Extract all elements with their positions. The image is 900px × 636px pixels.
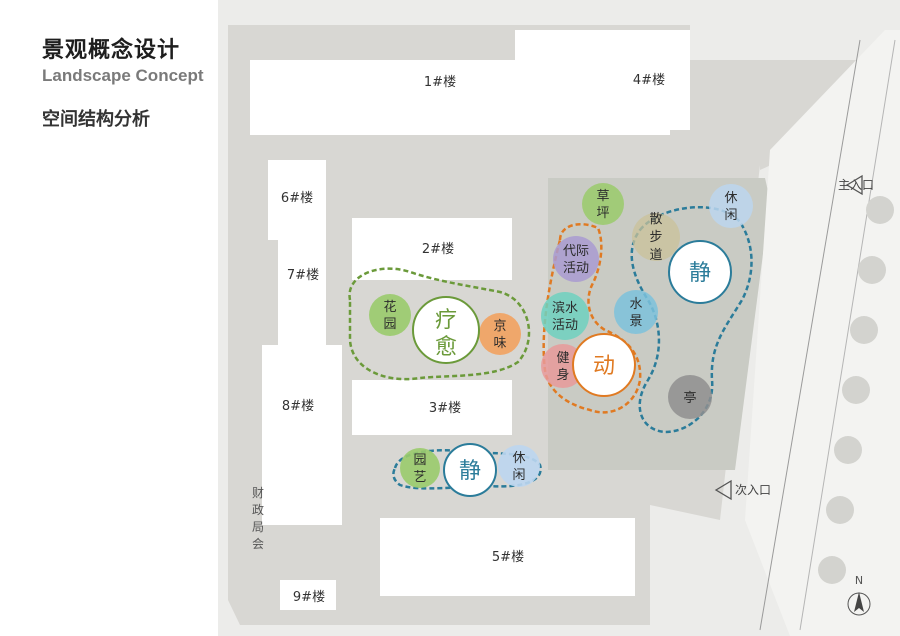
node-daiji: 代际 活动 — [553, 236, 599, 282]
building-8-block — [262, 345, 342, 525]
secondary-entrance-arrow — [714, 479, 732, 501]
building-4-block — [515, 30, 690, 130]
node-xiuxian-bottom-l2: 闲 — [512, 468, 525, 483]
node-caoping-l1: 草 — [596, 189, 609, 204]
building-3-block — [352, 380, 512, 435]
node-ting-label: 亭 — [683, 390, 696, 406]
building-2-block — [352, 218, 512, 280]
building-7-label: 7#楼 — [287, 268, 319, 283]
node-sanbudao-l1: 散 — [649, 212, 662, 227]
building-6-label: 6#楼 — [281, 191, 313, 206]
title-block: 景观概念设计 Landscape Concept 空间结构分析 — [42, 38, 212, 131]
road-edge — [799, 39, 896, 631]
building-2-label: 2#楼 — [422, 242, 454, 257]
node-caoping: 草 坪 — [582, 183, 624, 225]
node-xiuxian-top: 休 闲 — [709, 184, 753, 228]
building-1-label: 1#楼 — [424, 75, 456, 90]
node-sanbudao: 散 步 道 — [632, 212, 680, 263]
node-jianshen-l2: 身 — [556, 367, 569, 383]
main-entrance-arrow — [845, 174, 863, 196]
side-label-2: 政 — [252, 503, 264, 517]
node-jingwei-l1: 京 — [493, 319, 506, 334]
node-binshui: 滨水 活动 — [541, 292, 589, 340]
zone-dong: 动 — [572, 333, 636, 397]
building-7-block — [278, 240, 326, 345]
road-edge — [759, 39, 861, 631]
node-jingwei: 京 味 — [479, 313, 521, 355]
building-9-label: 9#楼 — [293, 590, 325, 605]
healing-zone-outline — [348, 267, 531, 381]
zone-jing-top-label: 静 — [689, 261, 711, 286]
node-xiuxian-bottom: 休 闲 — [498, 445, 540, 487]
side-label-3: 局 — [252, 520, 264, 534]
zone-liaoyu-l2: 愈 — [435, 335, 457, 360]
node-shuijing: 水 景 — [614, 290, 658, 334]
zone-liaoyu-l1: 疗 — [435, 308, 457, 333]
node-daiji-l1: 代际 — [563, 244, 589, 259]
zone-dong-label: 动 — [593, 354, 615, 379]
street-trees — [818, 196, 894, 584]
node-shuijing-l1: 水 — [629, 297, 642, 312]
node-binshui-l2: 活动 — [552, 318, 578, 333]
north-label: N — [855, 574, 863, 587]
building-6-block — [268, 160, 326, 240]
node-sanbudao-l2: 步 — [649, 230, 662, 245]
node-yuanyi-l1: 园 — [413, 453, 426, 468]
north-arrow: N — [847, 574, 871, 616]
main-entrance-label: 主入口 — [838, 178, 874, 192]
secondary-entrance-label: 次入口 — [735, 483, 771, 497]
road — [745, 30, 900, 636]
node-yuanyi: 园 艺 — [400, 448, 440, 488]
zone-jing-bottom: 静 — [443, 443, 497, 497]
buildings — [250, 30, 690, 610]
side-label: 财 政 局 会 — [252, 486, 264, 551]
subtitle: 空间结构分析 — [42, 109, 150, 130]
node-caoping-l2: 坪 — [596, 206, 609, 221]
node-yuanyi-l2: 艺 — [413, 470, 426, 485]
building-9-block — [280, 580, 336, 610]
building-5-block — [380, 518, 635, 596]
node-huayuan-l1: 花 — [383, 299, 396, 315]
node-xiuxian-top-l2: 闲 — [724, 208, 737, 223]
node-huayuan: 花 园 — [369, 294, 411, 336]
zone-liaoyu: 疗 愈 — [412, 296, 480, 364]
side-label-1: 财 — [252, 486, 264, 500]
side-label-4: 会 — [252, 537, 264, 551]
node-sanbudao-l3: 道 — [649, 248, 662, 263]
node-daiji-l2: 活动 — [563, 261, 589, 276]
title-chinese: 景观概念设计 — [42, 38, 181, 63]
zone-jing-top: 静 — [668, 240, 732, 304]
node-shuijing-l2: 景 — [629, 314, 642, 329]
node-jingwei-l2: 味 — [493, 336, 506, 351]
node-xiuxian-top-l1: 休 — [724, 191, 737, 206]
title-english: Landscape Concept — [42, 66, 204, 85]
node-jianshen-l1: 健 — [556, 351, 569, 366]
node-xiuxian-bottom-l1: 休 — [512, 451, 525, 466]
building-5-label: 5#楼 — [492, 550, 524, 565]
node-ting: 亭 — [668, 375, 712, 419]
node-binshui-l1: 滨水 — [552, 300, 578, 316]
node-huayuan-l2: 园 — [383, 317, 396, 332]
zone-jing-bottom-label: 静 — [459, 459, 481, 484]
building-4-label: 4#楼 — [633, 73, 665, 88]
building-8-label: 8#楼 — [282, 399, 314, 414]
building-3-label: 3#楼 — [429, 401, 461, 416]
